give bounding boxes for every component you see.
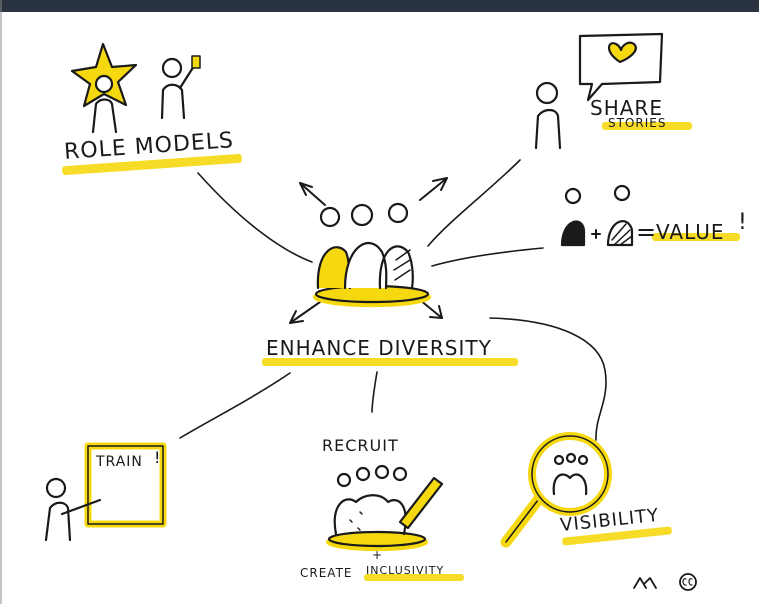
group-icon bbox=[325, 464, 429, 552]
plus-icon bbox=[591, 229, 601, 239]
person-icon bbox=[160, 55, 201, 120]
equals-label: = bbox=[636, 218, 658, 246]
person-icon bbox=[91, 74, 118, 134]
plus-label: + bbox=[372, 548, 384, 562]
connector-share bbox=[427, 159, 521, 247]
connector-visibility bbox=[489, 317, 607, 441]
heart-icon bbox=[607, 41, 637, 64]
board-icon bbox=[84, 442, 167, 528]
connector-value bbox=[431, 247, 544, 267]
recruit-label: RECRUIT bbox=[322, 436, 399, 455]
group-icon bbox=[312, 202, 432, 308]
pencil-icon bbox=[398, 476, 444, 530]
stories-highlight bbox=[602, 122, 692, 130]
speech-bubble-icon bbox=[578, 32, 664, 102]
center-label: ENHANCE DIVERSITY bbox=[266, 336, 492, 360]
connector-role-models bbox=[197, 172, 313, 263]
inclusivity-highlight bbox=[364, 574, 464, 581]
person-icon bbox=[534, 81, 562, 150]
inclusivity-label: INCLUSIVITY bbox=[366, 564, 445, 577]
value-exclamation: ! bbox=[738, 210, 748, 235]
value-highlight bbox=[652, 233, 740, 241]
create-label: CREATE bbox=[300, 566, 353, 580]
top-border bbox=[0, 0, 759, 12]
connector-train bbox=[179, 372, 291, 439]
center-highlight bbox=[262, 358, 518, 366]
person-icon bbox=[606, 184, 634, 247]
train-label: TRAIN bbox=[96, 454, 143, 470]
magnifier-icon bbox=[500, 432, 612, 548]
person-icon bbox=[44, 477, 102, 542]
cc-icon bbox=[633, 573, 697, 591]
share-label: SHARE bbox=[590, 96, 663, 120]
connector-recruit bbox=[371, 371, 378, 413]
arrow-icon bbox=[289, 177, 448, 324]
train-exclamation: ! bbox=[154, 448, 162, 467]
stories-label: STORIES bbox=[608, 116, 667, 130]
value-label: VALUE bbox=[656, 220, 725, 244]
person-icon bbox=[560, 187, 586, 247]
